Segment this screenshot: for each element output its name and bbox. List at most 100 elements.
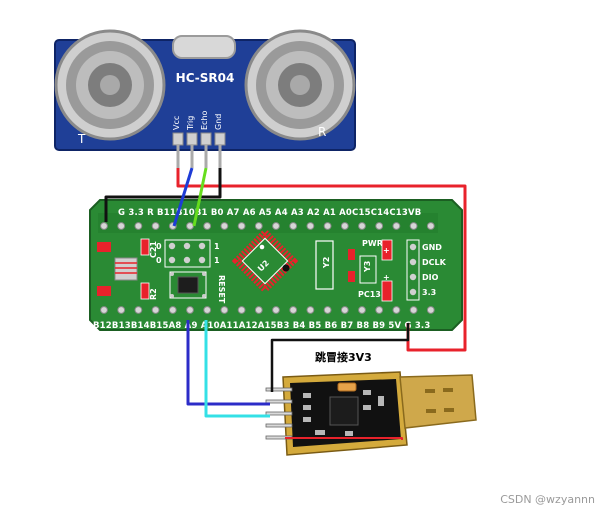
top-header-labels: G 3.3 R B11B10B1 B0 A7 A6 A5 A4 A3 A2 A1… bbox=[118, 208, 422, 218]
top-pin-hole bbox=[375, 222, 384, 230]
chip-dot bbox=[282, 264, 290, 272]
top-pin-hole bbox=[203, 222, 212, 230]
receiver-transducer bbox=[244, 29, 356, 141]
boot1-right-label: 1 bbox=[214, 256, 220, 265]
hc-sr04-module: HC-SR04 T R Vcc Trig Echo Gnd bbox=[54, 29, 356, 168]
sensor-pin-gnd-label: Gnd bbox=[214, 114, 223, 130]
wire-vcc-red bbox=[176, 168, 467, 352]
crystal-y3 bbox=[359, 255, 377, 284]
watermark: CSDN @wzyannn bbox=[500, 493, 595, 506]
pc13-led bbox=[381, 280, 393, 302]
top-pin-hole bbox=[117, 222, 126, 230]
bottom-pin-hole bbox=[375, 306, 384, 314]
top-pin-hole bbox=[306, 222, 315, 230]
wire-gnd-black-top bbox=[104, 168, 222, 222]
bottom-pin-hole bbox=[254, 306, 263, 314]
c21-component bbox=[140, 238, 150, 256]
swd-gnd-label: GND bbox=[422, 243, 442, 252]
bottom-pin-hole bbox=[272, 306, 280, 314]
boot0-left-label: 0 bbox=[156, 242, 162, 251]
sensor-t-label: T bbox=[77, 132, 86, 146]
crystal-y2 bbox=[315, 240, 334, 290]
top-pin-hole bbox=[409, 222, 418, 230]
top-pin-hole bbox=[237, 222, 246, 230]
bottom-header-labels: B12B13B14B15A8 A9 A10A11A12A15B3 B4 B5 B… bbox=[93, 321, 430, 331]
pwr-label: PWR bbox=[362, 239, 383, 248]
bottom-pin-hole bbox=[340, 306, 349, 314]
adapter-smd-parts bbox=[303, 390, 384, 436]
boot1-left-label: 0 bbox=[156, 256, 162, 265]
sensor-pin-vcc-label: Vcc bbox=[172, 116, 181, 130]
bottom-pin-hole bbox=[220, 306, 229, 314]
boot-jumper-block bbox=[164, 239, 211, 268]
sensor-pin-legs bbox=[176, 145, 222, 168]
swd-dio-label: DIO bbox=[422, 273, 439, 282]
usb-ttl-adapter: 跳冒接3V3 bbox=[265, 350, 477, 456]
left-red-pad-bottom bbox=[97, 286, 111, 296]
sensor-r-label: R bbox=[318, 125, 326, 139]
c21-label: C21 bbox=[149, 241, 158, 258]
top-pin-hole bbox=[254, 222, 263, 230]
transmitter-transducer bbox=[54, 29, 166, 141]
top-pin-hole bbox=[340, 222, 349, 230]
bottom-pin-hole bbox=[358, 306, 366, 314]
bottom-pin-hole bbox=[134, 306, 143, 314]
sensor-pin-trig-label: Trig bbox=[186, 116, 195, 131]
reset-label: RESET bbox=[217, 275, 226, 304]
wires bbox=[104, 167, 467, 440]
left-inductor bbox=[114, 257, 138, 281]
sensor-crystal bbox=[172, 35, 236, 59]
top-pin-hole bbox=[323, 222, 332, 230]
wire-adapter-red bbox=[285, 437, 403, 440]
wire-gnd-black-bottom bbox=[270, 323, 410, 392]
top-pin-hole bbox=[220, 222, 229, 230]
top-pin-hole bbox=[100, 222, 108, 230]
adapter-jumper-cap bbox=[337, 382, 357, 392]
bottom-pin-hole bbox=[186, 306, 194, 314]
wire-a10-cyan bbox=[204, 320, 270, 418]
wire-trig-blue bbox=[172, 167, 194, 227]
bottom-pin-hole bbox=[237, 306, 246, 314]
top-pin-hole bbox=[186, 222, 194, 230]
wire-echo-green bbox=[192, 167, 208, 227]
sensor-pin-echo-label: Echo bbox=[200, 110, 209, 130]
top-pin-hole bbox=[272, 222, 280, 230]
bottom-pin-hole bbox=[392, 306, 401, 314]
sensor-model-label: HC-SR04 bbox=[176, 71, 235, 85]
crystal-y3-label: Y3 bbox=[363, 261, 372, 273]
bottom-pin-hole bbox=[306, 306, 315, 314]
top-pin-hole bbox=[426, 222, 435, 230]
top-pin-hole bbox=[392, 222, 401, 230]
swd-3v3-label: 3.3 bbox=[422, 288, 436, 297]
mcu-chip bbox=[231, 227, 299, 295]
bottom-pin-hole bbox=[100, 306, 108, 314]
top-pin-hole bbox=[134, 222, 143, 230]
left-red-pad-top bbox=[97, 242, 111, 252]
pwr-cap-bottom bbox=[348, 271, 355, 282]
bottom-pin-hole bbox=[426, 306, 435, 314]
wire-a9-navy bbox=[186, 320, 270, 406]
bottom-pin-row bbox=[100, 306, 435, 314]
bottom-pin-hole bbox=[117, 306, 126, 314]
bottom-pin-hole bbox=[203, 306, 212, 314]
swd-header bbox=[406, 239, 420, 301]
top-pin-hole bbox=[358, 222, 366, 230]
bottom-pin-hole bbox=[409, 306, 418, 314]
top-pin-hole bbox=[289, 222, 298, 230]
pwr-plus-mark: + bbox=[383, 246, 390, 255]
top-pin-hole bbox=[151, 222, 160, 230]
adapter-chip bbox=[329, 396, 359, 426]
sensor-pin-header bbox=[172, 132, 226, 146]
r2-component bbox=[140, 282, 150, 300]
bottom-pin-hole bbox=[151, 306, 160, 314]
crystal-y2-label: Y2 bbox=[322, 257, 331, 269]
pc13-label: PC13 bbox=[358, 290, 381, 299]
stm32-board: G 3.3 R B11B10B1 B0 A7 A6 A5 A4 A3 A2 A1… bbox=[89, 199, 463, 331]
pwr-led bbox=[381, 239, 393, 261]
pc13-plus-mark: + bbox=[383, 273, 390, 282]
bottom-pin-hole bbox=[289, 306, 298, 314]
r2-label: R2 bbox=[149, 288, 158, 300]
bottom-pin-hole bbox=[323, 306, 332, 314]
pwr-cap-top bbox=[348, 249, 355, 260]
